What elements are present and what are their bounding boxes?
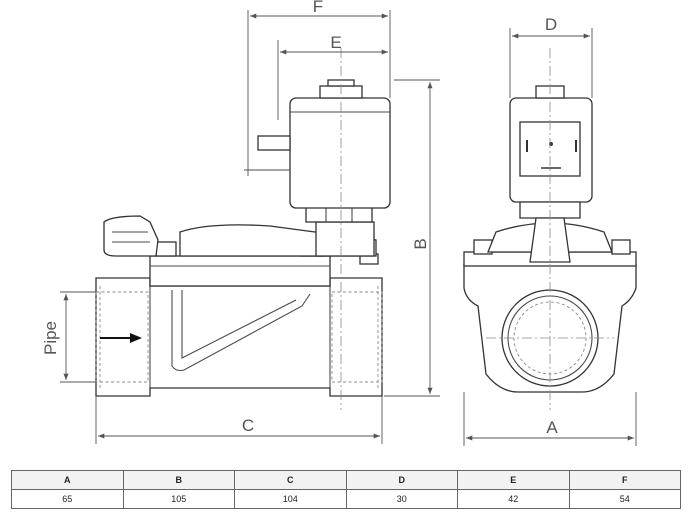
value-E: 42 — [457, 489, 570, 509]
dimension-E: E — [277, 33, 388, 120]
value-A: 65 — [11, 489, 124, 509]
header-E: E — [457, 470, 570, 490]
side-view — [95, 48, 391, 410]
front-view — [463, 48, 637, 410]
label-F: F — [313, 0, 323, 16]
header-A: A — [11, 470, 124, 490]
front-stem — [529, 217, 571, 263]
internal-passage — [171, 290, 311, 372]
spec-value-row: 65 105 104 30 42 54 — [11, 489, 681, 509]
spec-header-row: A B C D E F — [11, 470, 681, 490]
value-C: 104 — [234, 489, 347, 509]
dimension-B: B — [384, 79, 440, 397]
dimension-D: D — [509, 15, 593, 98]
label-E: E — [330, 33, 341, 52]
dimension-C: C — [95, 396, 383, 444]
dimension-A: A — [463, 392, 637, 446]
header-B: B — [122, 470, 235, 490]
manual-lever — [103, 215, 159, 257]
flow-arrow-icon — [130, 333, 142, 343]
label-C: C — [242, 416, 254, 435]
label-B: B — [411, 238, 430, 249]
front-bolt-right — [611, 239, 631, 255]
armature-tube — [315, 221, 375, 257]
header-C: C — [234, 470, 347, 490]
label-D: D — [545, 15, 557, 34]
value-B: 105 — [122, 489, 235, 509]
label-A: A — [546, 418, 558, 437]
label-pipe: Pipe — [41, 321, 60, 355]
valve-cover — [149, 255, 331, 287]
value-D: 30 — [345, 489, 458, 509]
dimension-spec-table: A B C D E F 65 105 104 30 42 54 — [11, 470, 681, 509]
dimension-pipe: Pipe — [41, 291, 96, 383]
dimension-F: F — [247, 0, 391, 176]
header-F: F — [568, 470, 681, 490]
connector-spade — [257, 135, 291, 151]
valve-technical-drawing: F E D B C A Pipe — [41, 0, 637, 446]
solenoid-coil — [289, 97, 391, 209]
header-D: D — [345, 470, 458, 490]
value-F: 54 — [568, 489, 681, 509]
